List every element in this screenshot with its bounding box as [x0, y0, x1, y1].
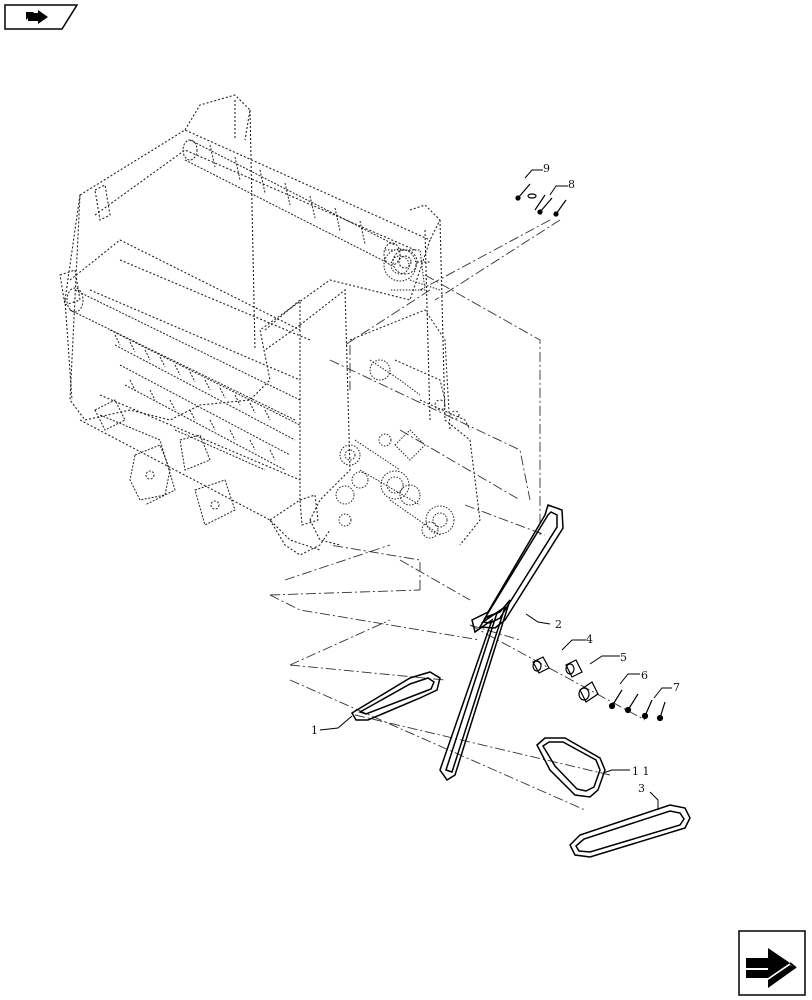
leader-lines [319, 169, 672, 810]
bushings-4 [532, 656, 583, 678]
next-page-arrow-icon [738, 930, 806, 996]
fasteners-6-7 [608, 689, 666, 722]
top-roller [182, 139, 430, 275]
callout-5: 5 [620, 651, 627, 664]
lower-roller [66, 287, 301, 471]
callout-11: 1 1 [632, 765, 650, 778]
next-page-button[interactable] [738, 930, 806, 996]
callout-4: 4 [586, 633, 593, 646]
fasteners-8-9 [515, 183, 567, 217]
back-tab[interactable] [4, 4, 79, 30]
chain-case [349, 309, 471, 431]
spacer-5 [578, 681, 599, 703]
belt-1 [350, 671, 441, 721]
baler-frame [59, 94, 481, 556]
callout-8: 8 [568, 178, 575, 191]
drive-pulley [383, 248, 441, 291]
drive-sprockets [335, 359, 455, 539]
callout-3: 3 [638, 782, 645, 795]
callout-labels: 1 2 3 4 5 6 7 8 9 1 1 [311, 162, 680, 795]
centerlines [269, 219, 646, 811]
callout-1: 1 [311, 724, 318, 737]
callout-6: 6 [641, 669, 648, 682]
callout-7: 7 [673, 681, 680, 694]
belt-3 [569, 804, 691, 858]
back-arrow-tab-icon [4, 4, 79, 30]
belt-2 [439, 504, 564, 782]
callout-2: 2 [555, 618, 562, 631]
pickup-brackets [94, 399, 266, 526]
callout-9: 9 [543, 162, 550, 175]
belt-11 [536, 737, 606, 798]
